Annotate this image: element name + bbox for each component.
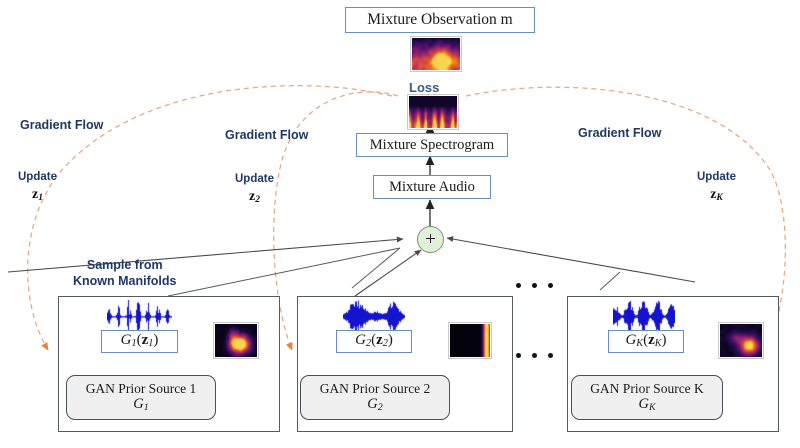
loss-label: Loss [409,80,439,95]
mixture-observation-spectrogram [410,36,462,72]
generator-call-box-k[interactable]: GK(zK) [608,330,684,353]
generator-call-label-2: G2(z2) [355,332,393,350]
ellipsis-top [516,283,553,288]
connector-sourcek-to-sum [446,236,696,283]
gan-prior-box-2[interactable]: GAN Prior Source 2 G2 [300,375,450,420]
manifold-pointer-lines [167,247,621,297]
gradient-flow-text-1: Gradient Flow [20,118,104,132]
gan-prior-box-k[interactable]: GAN Prior Source K GK [571,375,723,420]
update-sub-2: 2 [255,195,260,206]
generator-call-box-2[interactable]: G2(z2) [336,330,412,353]
gan-prior-label-2: GAN Prior Source 2 [319,381,431,397]
generator-call-label-k: GK(zK) [625,332,667,350]
update-var-2: z [249,189,256,205]
gan-prior-symbol-1: G1 [133,396,149,414]
mixture-spectrogram-thumb [407,94,459,130]
connector-source2-to-sum [354,249,422,297]
generator-call-box-1[interactable]: G1(z1) [101,330,178,353]
sample-note-line2: Known Manifolds [73,273,177,288]
mixture-audio-box: Mixture Audio [373,175,491,199]
connector-source1-to-sum [7,236,404,273]
gan-prior-label-k: GAN Prior Source K [590,381,704,397]
gradient-flow-label-k: Gradient Flow [578,126,661,142]
loss-text: Loss [409,80,440,95]
update-var-1: z [32,187,39,203]
mixture-observation-label: Mixture Observation m [367,11,513,29]
update-sub-1: 1 [38,193,43,204]
update-word-k: Update [697,171,736,183]
gradient-flow-text-k: Gradient Flow [578,126,662,140]
ellipsis-bottom [516,353,553,358]
source-spectrogram-1 [213,322,259,359]
gradient-flow-text-2: Gradient Flow [225,128,309,142]
gradient-flow-label-2: Gradient Flow [225,128,308,144]
mixture-observation-box: Mixture Observation m [345,7,535,33]
mixture-audio-label: Mixture Audio [389,178,475,195]
source-spectrogram-k [718,322,764,359]
waveform-2-frame [343,300,405,333]
mixture-spectrogram-label: Mixture Spectrogram [369,136,495,153]
update-label-1: Update z1 [18,170,57,205]
sample-note-line1: Sample from [86,258,163,272]
gan-prior-box-1[interactable]: GAN Prior Source 1 G1 [66,375,216,420]
gan-prior-symbol-2: G2 [367,396,383,414]
sample-from-known-manifolds-note: Sample from Known Manifolds [73,258,176,289]
update-word-2: Update [235,173,274,185]
generator-call-label-1: G1(z1) [120,332,159,350]
mixture-spectrogram-box: Mixture Spectrogram [356,133,508,157]
summation-node: + [417,226,444,253]
waveform-k-frame [613,300,675,333]
update-label-k: Update zK [697,170,736,205]
plus-symbol: + [425,228,436,250]
update-word-1: Update [18,171,57,183]
gradient-flow-label-1: Gradient Flow [20,118,103,134]
update-var-k: z [710,187,717,203]
waveform-1-frame [107,300,172,333]
source-spectrogram-2 [448,322,492,359]
update-label-2: Update z2 [235,172,274,207]
update-sub-k: K [716,193,723,204]
gan-prior-label-1: GAN Prior Source 1 [85,381,197,397]
gan-prior-symbol-k: GK [638,396,656,414]
